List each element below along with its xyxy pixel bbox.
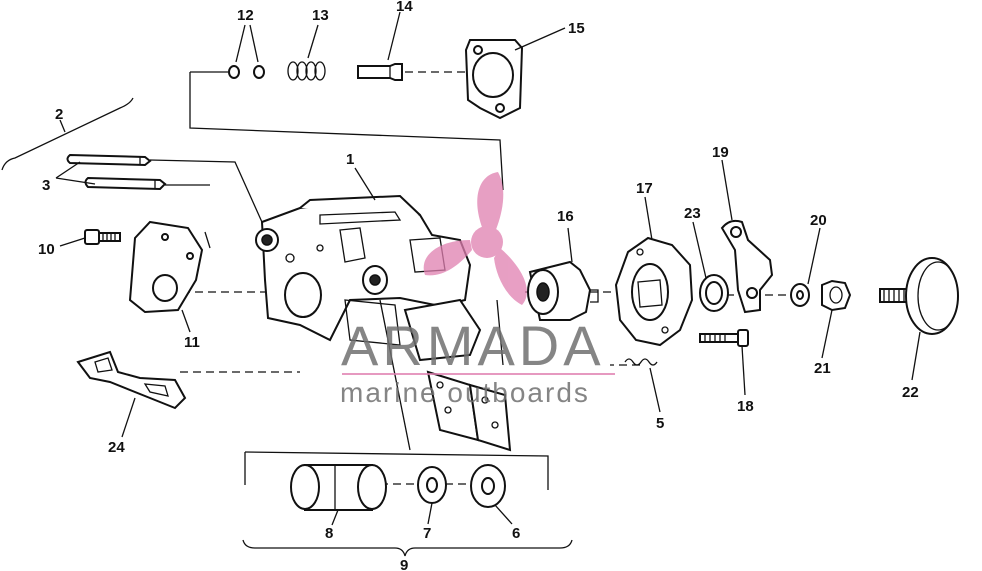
part-label-2: 2 <box>55 106 63 123</box>
part-24-lever <box>76 350 187 410</box>
part-17-flange <box>614 236 694 347</box>
part-label-17: 17 <box>636 180 653 197</box>
part-15-gasket <box>464 39 524 120</box>
part-label-6: 6 <box>512 525 520 542</box>
part-label-22: 22 <box>902 384 919 401</box>
part-23-washer <box>699 274 729 312</box>
part-label-1: 1 <box>346 151 354 168</box>
part-11-plate <box>128 220 211 314</box>
part-14-plunger <box>357 63 403 81</box>
part-22-knob <box>879 257 959 335</box>
part-label-13: 13 <box>312 7 329 24</box>
part-label-10: 10 <box>38 241 55 258</box>
part-label-23: 23 <box>684 205 701 222</box>
label-leaders <box>55 11 921 526</box>
part-label-18: 18 <box>737 398 754 415</box>
part-label-12: 12 <box>237 7 254 24</box>
part-label-19: 19 <box>712 144 729 161</box>
watermark-title: ARMADA <box>341 314 605 377</box>
part-label-9: 9 <box>400 557 408 571</box>
part-21-nut <box>821 279 852 312</box>
part-8-cylinder <box>290 464 387 511</box>
watermark-subtitle: marine outboards <box>340 377 590 408</box>
part-label-5: 5 <box>656 415 664 432</box>
part-label-15: 15 <box>568 20 585 37</box>
part-label-20: 20 <box>810 212 827 229</box>
part-3-rods <box>66 153 167 191</box>
part-20-washer <box>790 283 810 307</box>
part-19-bracket <box>720 219 774 314</box>
part-13-spring <box>287 61 326 81</box>
part-label-24: 24 <box>108 439 125 456</box>
armada-watermark: ARMADA marine outboards <box>340 172 615 408</box>
part-2-bracket <box>1 97 134 171</box>
part-5-spring <box>624 358 658 366</box>
part-label-14: 14 <box>396 0 413 15</box>
part-10-screw <box>84 229 121 245</box>
part-label-16: 16 <box>557 208 574 225</box>
propeller-logo-icon <box>423 172 527 305</box>
part-16-seal <box>527 260 599 321</box>
part-18-screw <box>699 329 749 347</box>
part-6-washer <box>470 464 506 508</box>
part-12-o-rings <box>228 65 265 79</box>
part-label-21: 21 <box>814 360 831 377</box>
part-1-housing <box>255 194 482 362</box>
part-9-brace <box>242 539 573 557</box>
part-label-7: 7 <box>423 525 431 542</box>
part-label-3: 3 <box>42 177 50 194</box>
part-7-washer <box>417 466 447 504</box>
part-labels: 1 2 3 5 6 7 8 9 10 11 12 13 14 15 16 17 … <box>38 0 919 571</box>
part-label-11: 11 <box>184 334 200 351</box>
reed-plates <box>426 370 512 452</box>
part-label-8: 8 <box>325 525 333 542</box>
